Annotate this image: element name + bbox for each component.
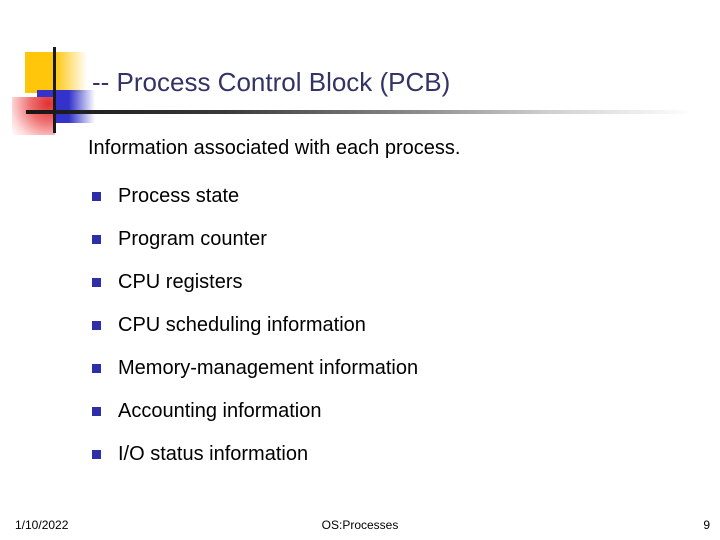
list-item: Memory-management information [92,347,418,390]
slide-title: -- Process Control Block (PCB) [92,67,451,97]
bullet-square-icon [92,192,101,201]
bullet-square-icon [92,407,101,416]
decoration-red-square [12,97,55,135]
list-item: Program counter [92,218,418,261]
list-item: CPU scheduling information [92,304,418,347]
footer-page-number: 9 [703,518,710,532]
bullet-square-icon [92,278,101,287]
title-underline-rule [26,110,694,114]
bullet-square-icon [92,321,101,330]
bullet-square-icon [92,450,101,459]
decoration-yellow-square [25,52,87,93]
list-item-label: CPU scheduling information [118,314,366,336]
intro-text: Information associated with each process… [88,137,461,159]
list-item-label: Process state [118,185,240,207]
list-item: Accounting information [92,390,418,433]
list-item: I/O status information [92,433,418,476]
list-item-label: Memory-management information [118,357,419,379]
list-item: CPU registers [92,261,418,304]
list-item-label: I/O status information [118,443,309,465]
list-item-label: Program counter [118,228,267,250]
bullet-square-icon [92,235,101,244]
decoration-vertical-line [53,47,56,133]
list-item: Process state [92,175,418,218]
footer-date: 1/10/2022 [15,518,69,532]
footer-deck-title: OS:Processes [321,518,399,532]
bullet-square-icon [92,364,101,373]
bullet-list: Process state Program counter CPU regist… [92,175,418,476]
list-item-label: CPU registers [118,271,243,293]
list-item-label: Accounting information [118,400,322,422]
